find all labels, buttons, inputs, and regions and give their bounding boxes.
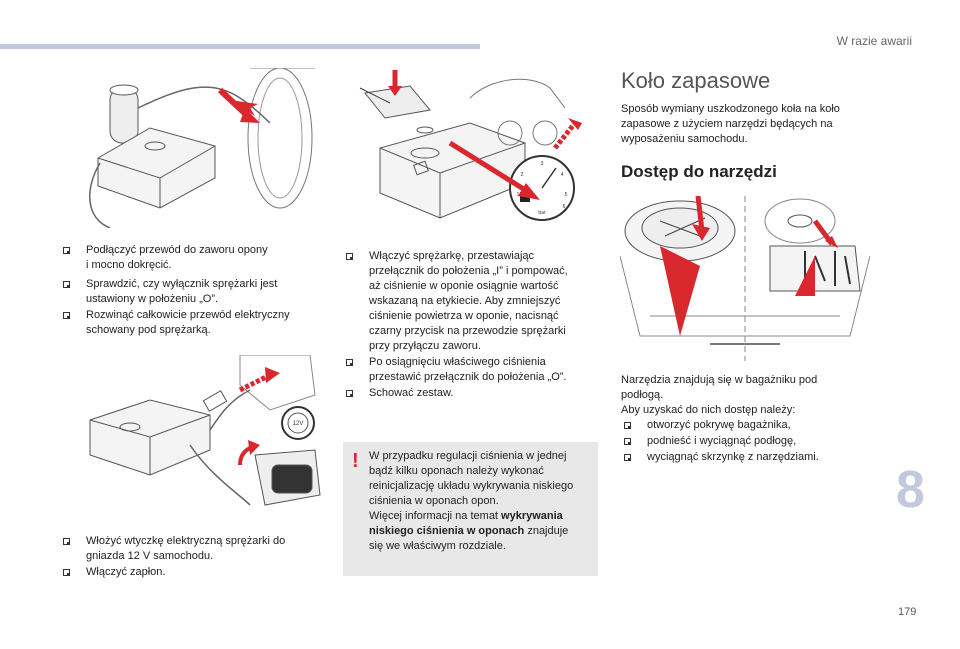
section-title: Koło zapasowe	[621, 68, 771, 93]
warning-icon: !	[352, 450, 359, 472]
step-item: Sprawdzić, czy wyłącznik sprężarki jest …	[60, 277, 330, 307]
checkbox-bullet-icon	[346, 359, 353, 366]
step-item: Po osiągnięciu właściwego ciśnienia prze…	[343, 355, 608, 385]
step-item: Włożyć wtyczkę elektryczną sprężarki do …	[60, 534, 330, 564]
col1-steps-bottom: Włożyć wtyczkę elektryczną sprężarki do …	[60, 534, 330, 581]
warning-note-text: W przypadku regulacji ciśnienia w jednej…	[369, 450, 574, 552]
step-item: wyciągnąć skrzynkę z narzędziami.	[621, 450, 871, 465]
subsection-title: Dostęp do narzędzi	[621, 162, 777, 181]
checkbox-bullet-icon	[624, 422, 631, 429]
step-item: Podłączyć przewód do zaworu opony i mocn…	[60, 243, 330, 273]
step-item: Rozwinąć całkowicie przewód elektryczny …	[60, 308, 330, 338]
checkbox-bullet-icon	[63, 569, 70, 576]
step-item: Włączyć sprężarkę, przestawiając przełąc…	[343, 249, 608, 354]
socket-label: 12V	[293, 421, 304, 427]
gauge-tick-label: 4	[561, 172, 564, 178]
gauge-tick-label: 3	[541, 161, 544, 167]
col3-steps: otworzyć pokrywę bagażnika, podnieść i w…	[621, 418, 871, 466]
illustration-12v-socket: 12V	[80, 355, 330, 520]
warning-note: ! W przypadku regulacji ciśnienia w jedn…	[343, 442, 598, 576]
checkbox-bullet-icon	[63, 281, 70, 288]
illustration-compressor-gauge: 1 2 3 4 5 6 bar	[350, 68, 600, 228]
step-item: podnieść i wyciągnąć podłogę,	[621, 434, 871, 449]
checkbox-bullet-icon	[346, 253, 353, 260]
chapter-number: 8	[896, 461, 925, 519]
col1-steps-top: Podłączyć przewód do zaworu opony i mocn…	[60, 243, 330, 342]
section-intro: Sposób wymiany uszkodzonego koła na koło…	[621, 103, 840, 145]
step-item: Schować zestaw.	[343, 386, 608, 401]
checkbox-bullet-icon	[63, 247, 70, 254]
checkbox-bullet-icon	[624, 454, 631, 461]
checkbox-bullet-icon	[624, 438, 631, 445]
gauge-tick-label: 6	[563, 204, 566, 210]
tools-paragraph: Narzędzia znajdują się w bagażniku pod p…	[621, 374, 818, 416]
illustration-trunk-tools	[620, 196, 870, 361]
step-item: otworzyć pokrywę bagażnika,	[621, 418, 871, 433]
gauge-tick-label: 1	[517, 192, 520, 198]
gauge-unit-label: bar	[538, 210, 546, 216]
step-item: Włączyć zapłon.	[60, 565, 330, 580]
gauge-tick-label: 2	[521, 172, 524, 178]
top-accent-bar	[0, 44, 480, 49]
col2-steps: Włączyć sprężarkę, przestawiając przełąc…	[343, 249, 608, 402]
checkbox-bullet-icon	[346, 390, 353, 397]
checkbox-bullet-icon	[63, 538, 70, 545]
illustration-compressor-valve	[80, 68, 315, 228]
page-number: 179	[898, 606, 917, 618]
checkbox-bullet-icon	[63, 312, 70, 319]
gauge-tick-label: 5	[565, 192, 568, 198]
section-header: W razie awarii	[836, 34, 912, 48]
